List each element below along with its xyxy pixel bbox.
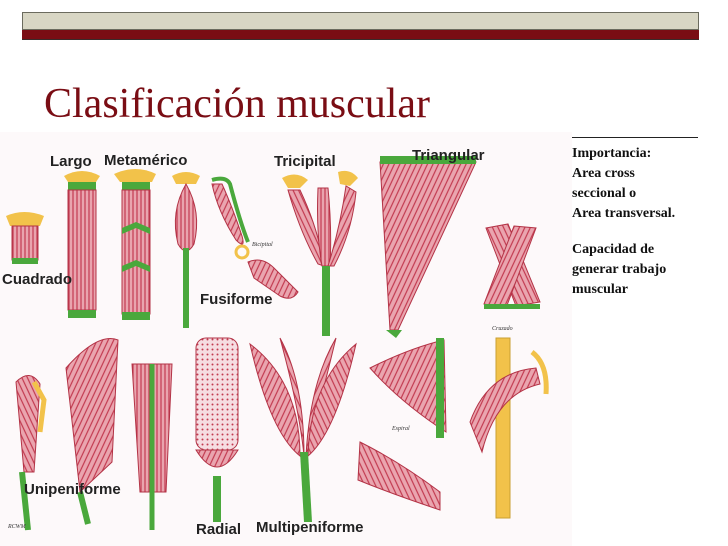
label-fusiforme: Fusiforme — [200, 291, 273, 308]
line-seccional: seccional o — [572, 186, 637, 201]
unipeniforme-muscle — [15, 338, 173, 531]
multipeniforme-muscle — [249, 337, 357, 522]
paragraph-importancia: Importancia: Area cross seccional o Area… — [572, 144, 722, 224]
curved-muscle-on-bone — [469, 337, 549, 519]
largo-muscle — [64, 171, 100, 318]
cruzado-muscle — [483, 223, 541, 309]
line-muscular: muscular — [572, 282, 628, 297]
label-largo: Largo — [50, 153, 92, 170]
label-multipeniforme: Multipeniforme — [256, 519, 364, 536]
sidebar-rule — [572, 137, 698, 138]
paragraph-capacidad: Capacidad de generar trabajo muscular — [572, 240, 722, 300]
label-radial: Radial — [196, 521, 241, 538]
label-metamerico: Metamérico — [104, 152, 187, 169]
label-bicipital: Bicipital — [252, 242, 273, 248]
header-band-light — [22, 12, 699, 30]
label-unipeniforme: Unipeniforme — [24, 481, 121, 498]
slide-title: Clasificación muscular — [44, 81, 431, 127]
header-band-corner — [699, 12, 728, 40]
line-importancia: Importancia: — [572, 146, 652, 161]
label-espiral: Espiral — [391, 426, 410, 432]
cuadrado-muscle — [6, 212, 44, 264]
label-triangular: Triangular — [412, 147, 485, 164]
header-band-dark — [22, 30, 699, 40]
tricipital-muscle — [282, 170, 358, 336]
sidebar-notes: Importancia: Area cross seccional o Area… — [572, 137, 722, 316]
label-signature: RCWM — [7, 524, 27, 530]
radial-muscle — [195, 337, 239, 522]
label-cuadrado: Cuadrado — [2, 271, 72, 288]
triangular-muscle — [379, 156, 477, 338]
line-generar-trabajo: generar trabajo — [572, 262, 667, 277]
fusiforme-muscle — [172, 172, 299, 328]
line-area-transversal: Area transversal. — [572, 206, 676, 221]
label-tricipital: Tricipital — [274, 153, 336, 170]
line-area-cross: Area cross — [572, 166, 635, 181]
muscle-classification-figure: Largo Metamérico Tricipital Triangular C… — [0, 132, 572, 546]
espiral-muscle — [357, 338, 447, 511]
label-cruzado: Cruzado — [492, 326, 513, 332]
line-capacidad: Capacidad de — [572, 242, 655, 257]
metamerico-muscle — [114, 169, 156, 320]
